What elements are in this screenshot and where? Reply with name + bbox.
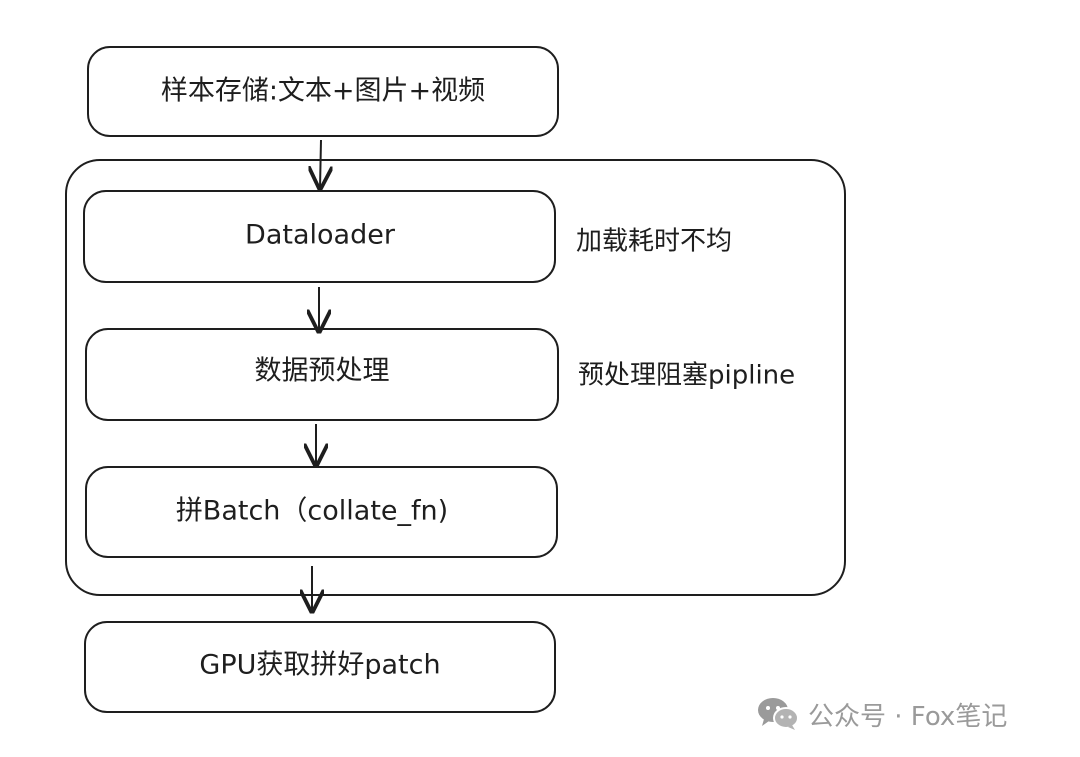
node-gpu: GPU获取拼好patch xyxy=(84,621,556,713)
node-preprocess-label: 数据预处理 xyxy=(255,356,390,387)
node-dataloader-label: Dataloader xyxy=(245,220,396,251)
node-gpu-label: GPU获取拼好patch xyxy=(199,650,440,681)
node-batch: 拼Batch（collate_fn) xyxy=(85,466,558,558)
node-gpu-box xyxy=(84,621,556,713)
node-batch-label: 拼Batch（collate_fn) xyxy=(176,496,448,527)
arrow-storage-to-dataloader xyxy=(320,139,321,188)
note-load-uneven: 加载耗时不均 xyxy=(576,227,732,257)
note-preprocess-block: 预处理阻塞pipline xyxy=(578,361,795,391)
node-storage: 样本存储:文本+图片+视频 xyxy=(87,46,559,137)
watermark: 公众号 · Fox笔记 xyxy=(756,694,1007,734)
node-dataloader-box xyxy=(83,190,556,283)
node-storage-box xyxy=(87,46,559,137)
node-preprocess: 数据预处理 xyxy=(85,328,559,421)
node-storage-label: 样本存储:文本+图片+视频 xyxy=(161,76,485,107)
node-dataloader: Dataloader xyxy=(83,190,556,283)
dataloader-group-frame xyxy=(65,159,846,596)
wechat-icon xyxy=(758,698,799,730)
watermark-text: 公众号 · Fox笔记 xyxy=(808,701,1008,732)
